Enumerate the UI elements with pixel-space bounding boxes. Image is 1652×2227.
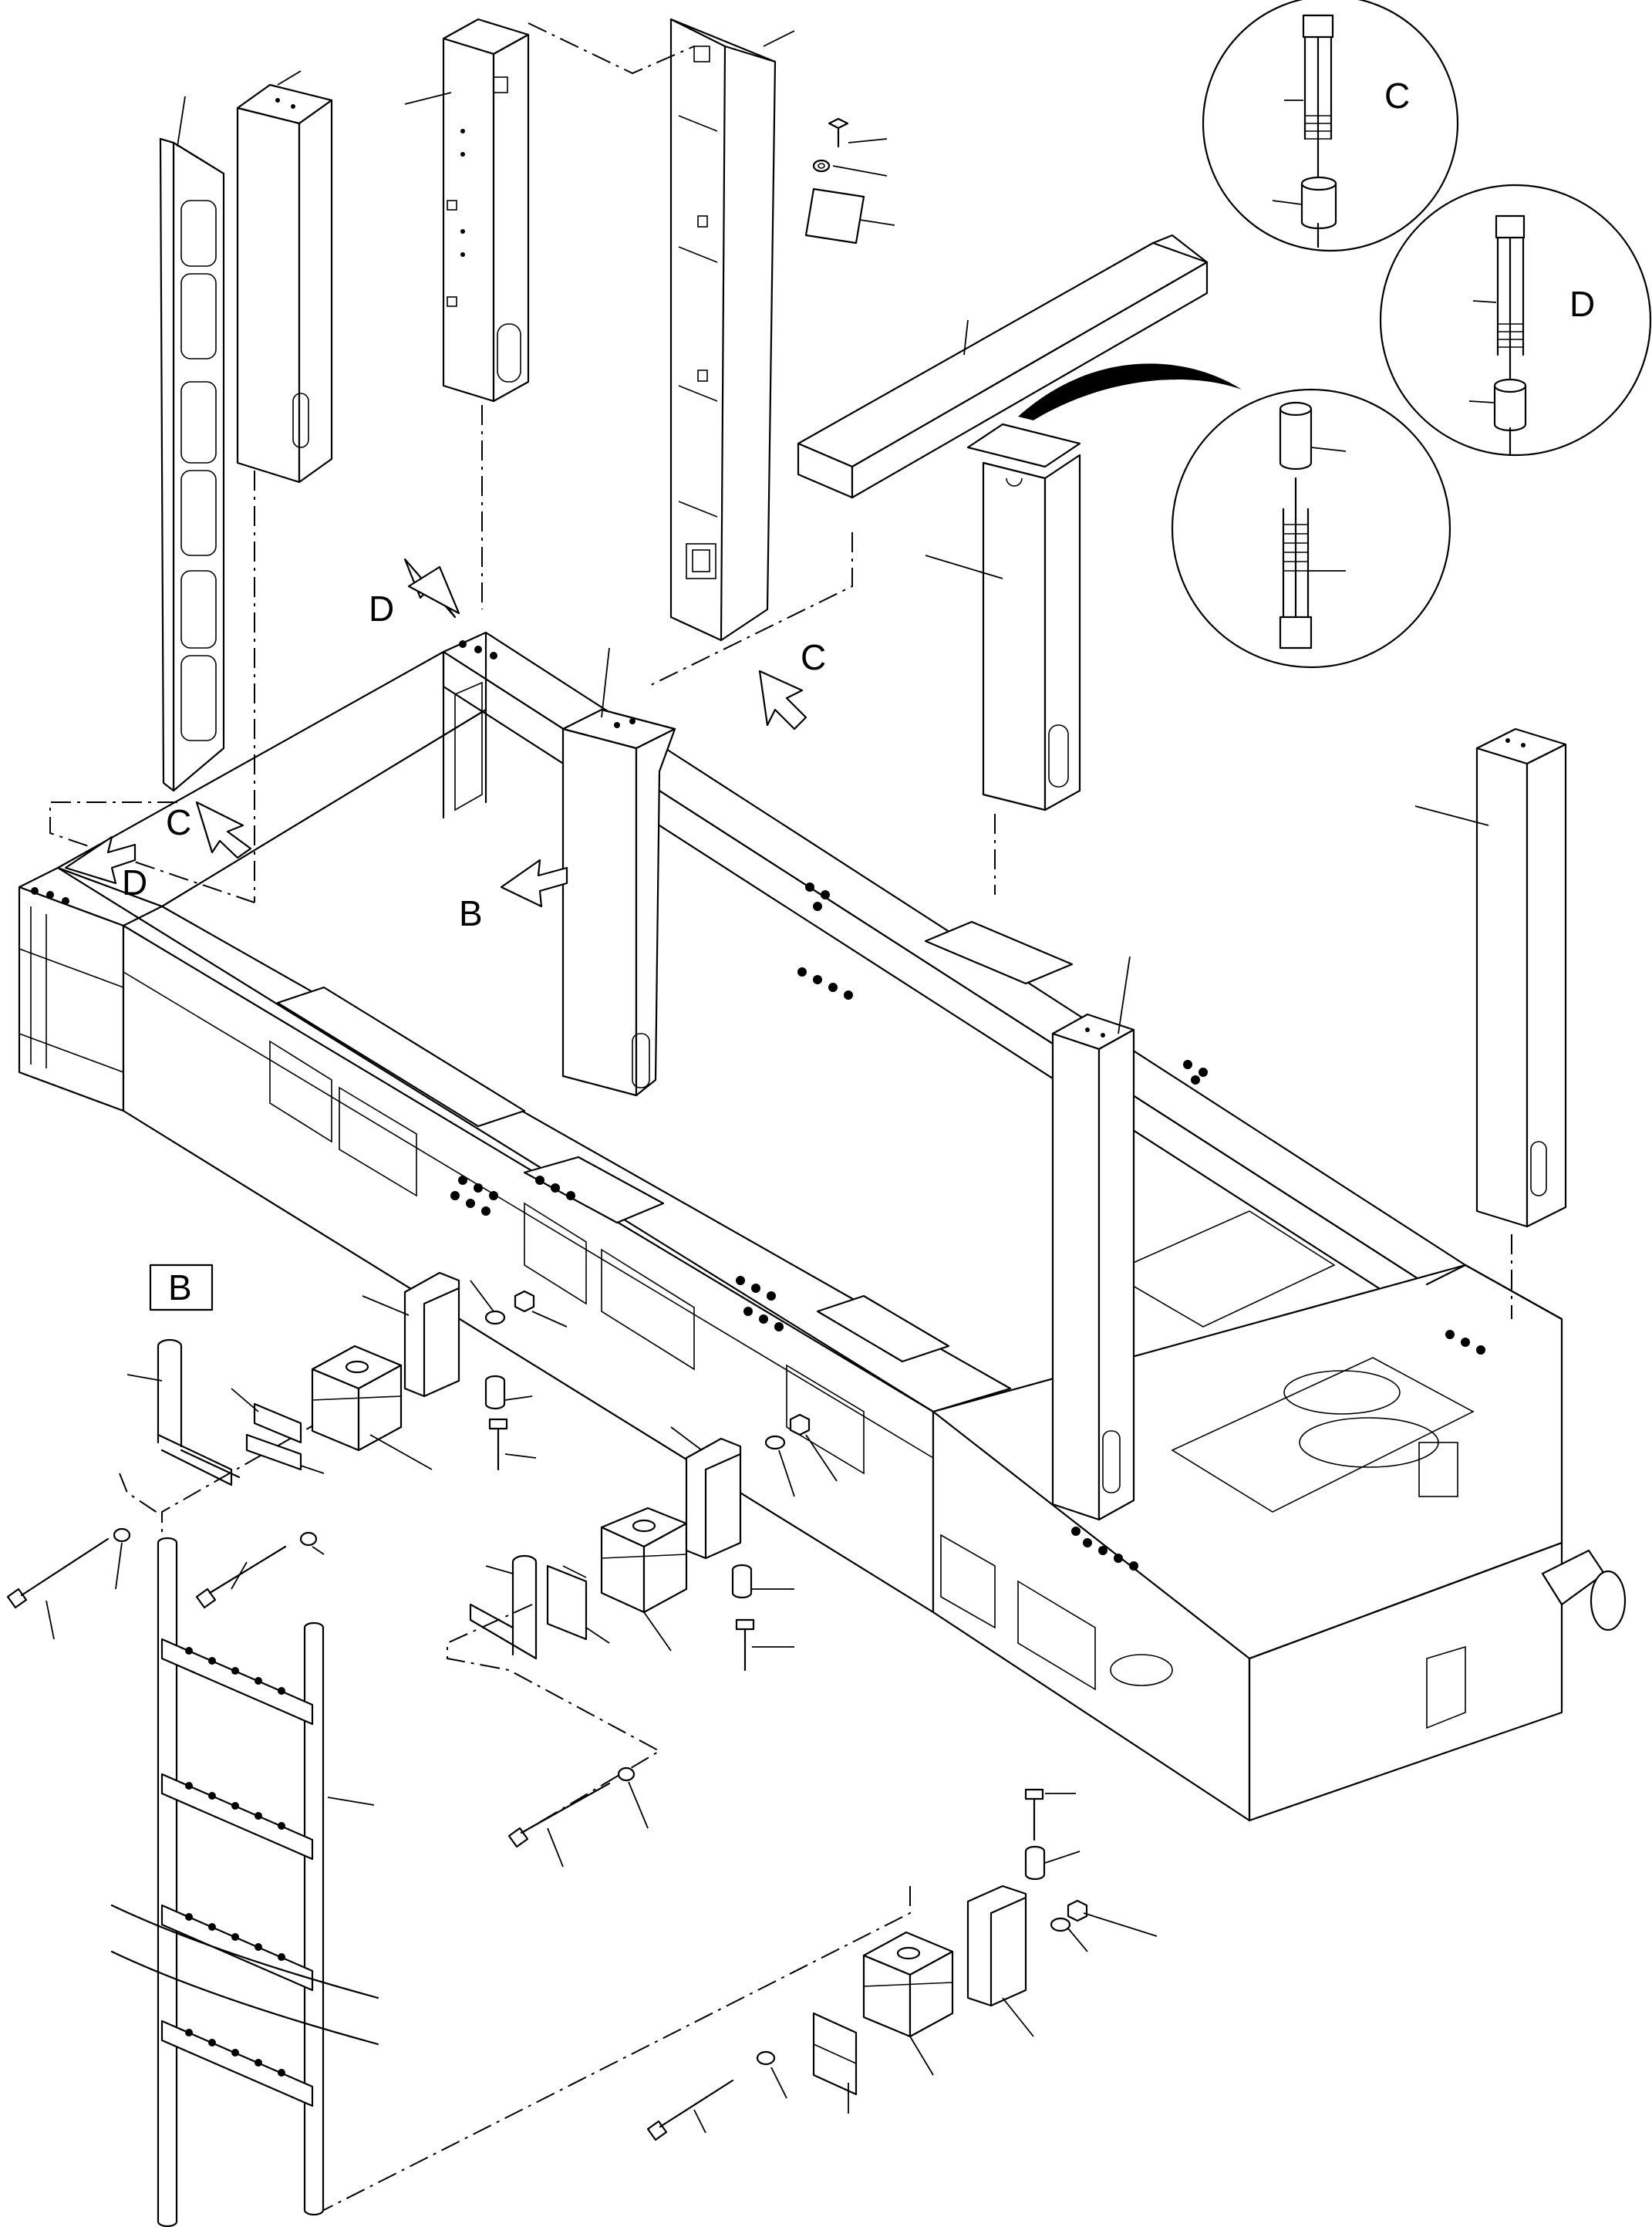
square-post-left bbox=[236, 70, 333, 484]
square-post-middle bbox=[404, 18, 530, 403]
view-b-box bbox=[149, 1264, 214, 1311]
square-post-right bbox=[925, 423, 1081, 812]
square-post-far-right bbox=[1414, 727, 1567, 1228]
view-arrow-d-left bbox=[64, 835, 137, 885]
screw-washer-plate bbox=[804, 117, 895, 245]
triangular-post-left bbox=[159, 96, 225, 792]
alignment-lines bbox=[49, 22, 1512, 2215]
arrow-c-mid-label: C bbox=[801, 637, 826, 677]
view-b-label: B bbox=[168, 1267, 192, 1308]
detail-c-label: C bbox=[1384, 76, 1410, 116]
arrow-d-top-label: D bbox=[369, 589, 394, 629]
view-arrow-b bbox=[500, 859, 568, 908]
cross-beam bbox=[797, 234, 1209, 499]
center-post-right bbox=[1051, 956, 1135, 1521]
view-arrow-c-mid bbox=[758, 670, 807, 731]
ladder-bracket-set-lower bbox=[756, 1788, 1158, 2114]
center-post-left bbox=[561, 647, 676, 1097]
ladder bbox=[110, 1537, 379, 2227]
detail-circle-c: C bbox=[1202, 0, 1459, 252]
detail-circle-lower bbox=[1171, 388, 1451, 669]
view-arrow-d-top bbox=[403, 558, 460, 619]
detail-d-label: D bbox=[1569, 284, 1595, 324]
main-frame bbox=[18, 631, 1627, 1822]
ladder-bracket-set-upper bbox=[126, 1271, 568, 1486]
view-arrow-c-left bbox=[195, 801, 252, 859]
arrow-d-left-label: D bbox=[122, 862, 147, 903]
triangular-post-right bbox=[669, 18, 795, 642]
detail-circle-d: D bbox=[1379, 184, 1652, 457]
arrow-c-left-label: C bbox=[166, 802, 191, 842]
arrow-b-label: B bbox=[459, 893, 483, 933]
long-bolts bbox=[6, 1527, 734, 2141]
ladder-bracket-set-middle bbox=[469, 1413, 838, 1672]
